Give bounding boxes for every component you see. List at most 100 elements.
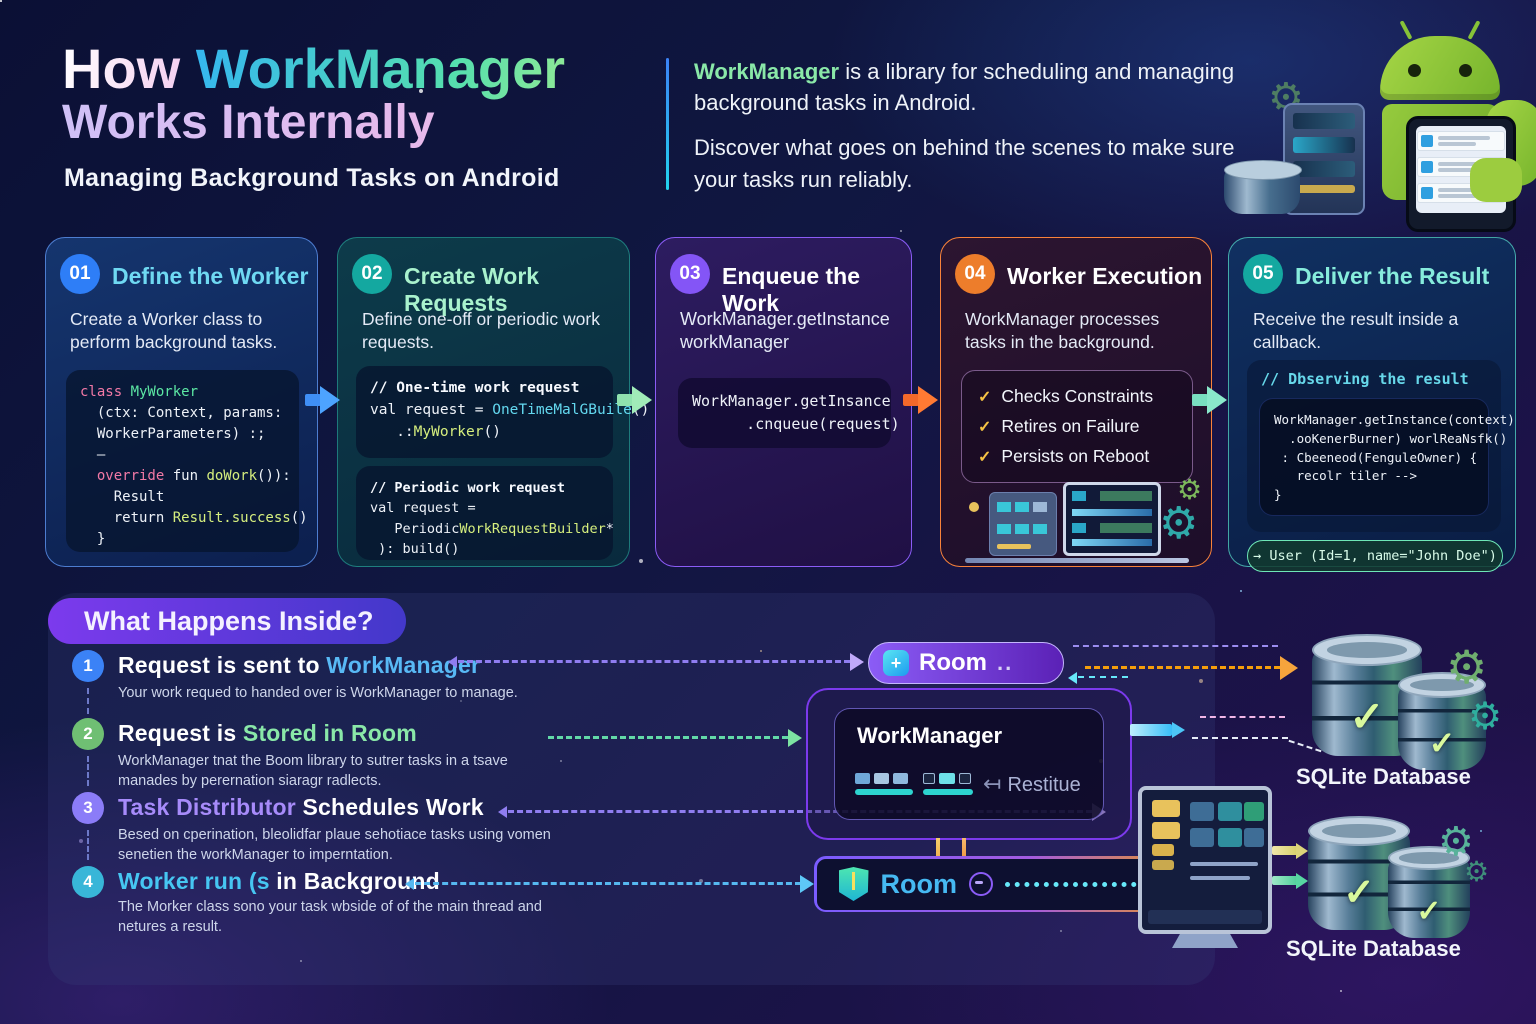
screen-block <box>1072 491 1086 501</box>
monitor-line <box>1190 876 1250 880</box>
card-description: WorkManager processes tasks in the backg… <box>965 309 1160 352</box>
server-slot <box>1293 185 1355 193</box>
database-cylinder: ✓ <box>1312 634 1422 756</box>
card-description: Receive the result inside a callback. <box>1253 309 1459 352</box>
check-icon: ✓ <box>1428 725 1456 761</box>
check-icon: ✓ <box>978 418 992 436</box>
text-line <box>1438 168 1476 172</box>
result-pill: → User (Id=1, name="John Doe") <box>1247 540 1503 572</box>
android-robot-hand <box>1470 158 1522 202</box>
inside-step-number: 2 <box>72 718 104 750</box>
blue-arrow-icon <box>1172 722 1185 738</box>
room-badge: + Room .. <box>868 642 1064 684</box>
android-eye <box>1459 64 1472 77</box>
queue-block <box>855 773 870 784</box>
server-slot <box>1293 137 1355 153</box>
device-monitor-illustration <box>1138 786 1272 934</box>
card-deliver-result: 05 Deliver the Result Receive the result… <box>1228 237 1516 572</box>
inside-step-title: Worker run (s in Background <box>118 868 440 894</box>
checklist-item: ✓Persists on Reboot <box>978 446 1176 467</box>
check-icon: ✓ <box>1416 895 1442 928</box>
dashed-line-step4 <box>415 882 801 885</box>
yellow-arrow-tail <box>1272 846 1298 855</box>
queue-bar <box>923 789 973 795</box>
monitor-grid-block <box>1190 828 1214 847</box>
minus-circle-icon <box>969 872 993 896</box>
page-subtitle: Managing Background Tasks on Android <box>64 164 560 192</box>
step-connector <box>87 688 89 714</box>
android-antenna <box>1467 20 1481 40</box>
inside-step-number: 3 <box>72 792 104 824</box>
screen-bar <box>1072 509 1152 516</box>
title-word-how: How <box>62 37 196 100</box>
workmanager-box: WorkManager ↤Restitue <box>834 708 1104 820</box>
server-window <box>1015 524 1029 534</box>
card-title: Deliver the Result <box>1295 263 1490 289</box>
gear-icon: ⚙ <box>1438 820 1474 864</box>
intro-text: WorkManager is a library for scheduling … <box>694 56 1254 195</box>
queue-block <box>893 773 908 784</box>
card-title: Define the Worker <box>112 263 309 289</box>
monitor-yellow-block <box>1152 860 1174 870</box>
room-badge-dots: .. <box>997 650 1014 675</box>
database-cylinder: ✓ <box>1308 816 1410 930</box>
card-title: Create Work Requests <box>404 263 540 316</box>
room-badge-label: Room <box>919 649 987 676</box>
monitor-grid-block <box>1190 802 1214 821</box>
step-number-badge: 05 <box>1243 254 1283 294</box>
green-arrow-tail <box>1272 876 1298 885</box>
server-strip <box>997 544 1031 549</box>
monitor-grid-block <box>1218 828 1242 847</box>
dot-decoration <box>969 502 979 512</box>
checklist-label: Persists on Reboot <box>1001 446 1150 466</box>
section-heading: What Happens Inside? <box>48 598 406 644</box>
android-antenna <box>1399 20 1413 40</box>
step-connector <box>87 830 89 860</box>
dashed-line-room-db <box>1073 645 1278 647</box>
flow-arrow <box>305 394 321 406</box>
android-illustration: ⚙ ⚙ <box>1224 8 1536 232</box>
server-window <box>997 524 1011 534</box>
step-number-badge: 02 <box>352 254 392 294</box>
workmanager-box-title: WorkManager <box>857 723 1003 748</box>
card-create-work-requests: 02 Create Work Requests Define one-off o… <box>337 237 649 567</box>
text-line <box>1438 142 1476 146</box>
cylinder-top <box>1308 816 1410 846</box>
screen-block <box>1100 523 1152 533</box>
code-block-enqueue: WorkManager.getInsance .cnqueue(request) <box>678 378 900 448</box>
base-line <box>965 558 1189 563</box>
execution-checklist: ✓Checks Constraints ✓Retires on Failure … <box>961 370 1193 483</box>
text-line <box>1438 188 1490 192</box>
dashed-line-step1 <box>458 660 850 663</box>
text-line <box>1438 136 1490 140</box>
monitor-yellow-block <box>1152 822 1180 839</box>
checklist-row <box>1417 131 1505 151</box>
server-window <box>997 502 1011 512</box>
inside-step-title: Request is Stored in Room <box>118 720 417 746</box>
step-number-badge: 03 <box>670 254 710 294</box>
text-line <box>1438 194 1476 198</box>
monitor-yellow-block <box>1152 844 1174 856</box>
flow-arrow <box>1192 394 1208 406</box>
gear-icon: ⚙ <box>1446 641 1488 693</box>
card-title: Enqueue the Work <box>722 263 861 316</box>
checklist-label: Checks Constraints <box>1001 386 1154 406</box>
step-connector <box>87 756 89 786</box>
checklist-item: ✓Checks Constraints <box>978 386 1176 407</box>
monitor-stand <box>1172 934 1238 948</box>
dash-arrow-right-icon <box>850 653 864 671</box>
server-slot <box>1293 161 1355 177</box>
queue-icon <box>855 773 913 795</box>
queue-icon <box>923 773 973 795</box>
code-block-observer: WorkManager.getInstance(context) .ooKene… <box>1259 398 1515 516</box>
checkbox-icon <box>1421 161 1433 173</box>
screen-block <box>1072 523 1086 533</box>
card-define-worker: 01 Define the Worker Create a Worker cla… <box>45 237 318 567</box>
page-title: How WorkManager Works Internally <box>62 37 565 148</box>
database-cylinder: ✓ <box>1388 846 1470 938</box>
observe-result-block: // Dbserving the result WorkManager.getI… <box>1247 360 1515 532</box>
monitor-yellow-block <box>1152 800 1180 817</box>
dotted-connector <box>1005 881 1185 887</box>
arrow-from-bar-icon: ↤ <box>983 771 1002 796</box>
